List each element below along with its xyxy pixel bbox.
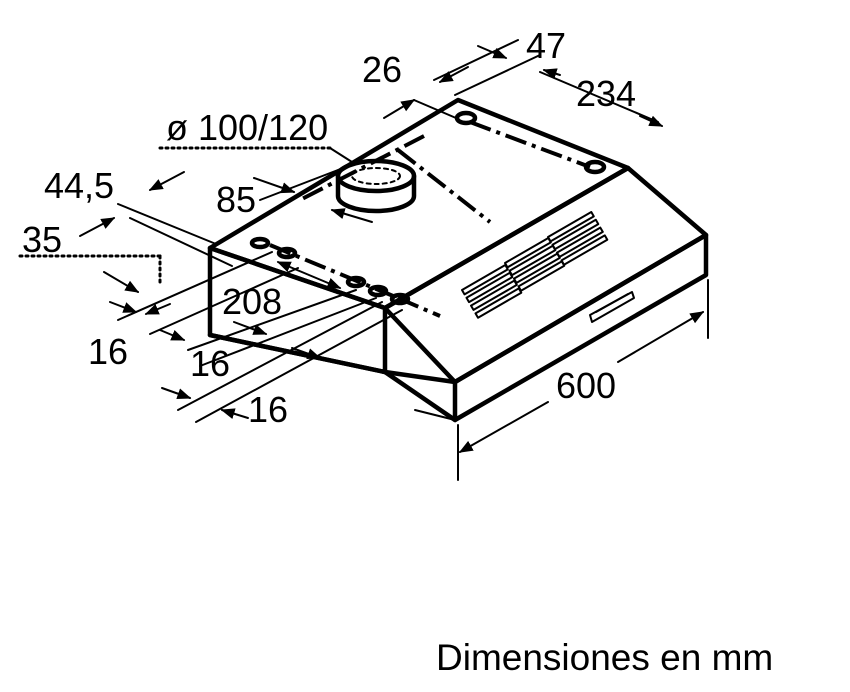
vent-grilles (461, 211, 609, 319)
label-16-bottom: 16 (248, 389, 288, 430)
label-208: 208 (222, 281, 282, 322)
label-47: 47 (526, 25, 566, 66)
duct-collar (335, 158, 417, 214)
hood-corner-edge (382, 369, 458, 385)
hood-front-band (452, 232, 709, 423)
dimension-lines (18, 39, 709, 481)
label-16-middle: 16 (190, 343, 230, 384)
label-duct-diameter: ø 100/120 (166, 107, 328, 148)
label-44-5: 44,5 (44, 165, 114, 206)
label-26: 26 (362, 49, 402, 90)
light-slot (589, 291, 635, 323)
label-16-left: 16 (88, 331, 128, 372)
dimension-labels: 47 26 234 ø 100/120 44,5 85 35 208 16 16… (22, 25, 636, 430)
label-35: 35 (22, 219, 62, 260)
hood-outline (207, 97, 709, 423)
units-caption: Dimensiones en mm (436, 637, 773, 678)
label-85: 85 (216, 179, 256, 220)
hood-front-face (382, 165, 709, 385)
hood-underside-edge (414, 409, 456, 421)
label-600: 600 (556, 365, 616, 406)
label-234: 234 (576, 73, 636, 114)
